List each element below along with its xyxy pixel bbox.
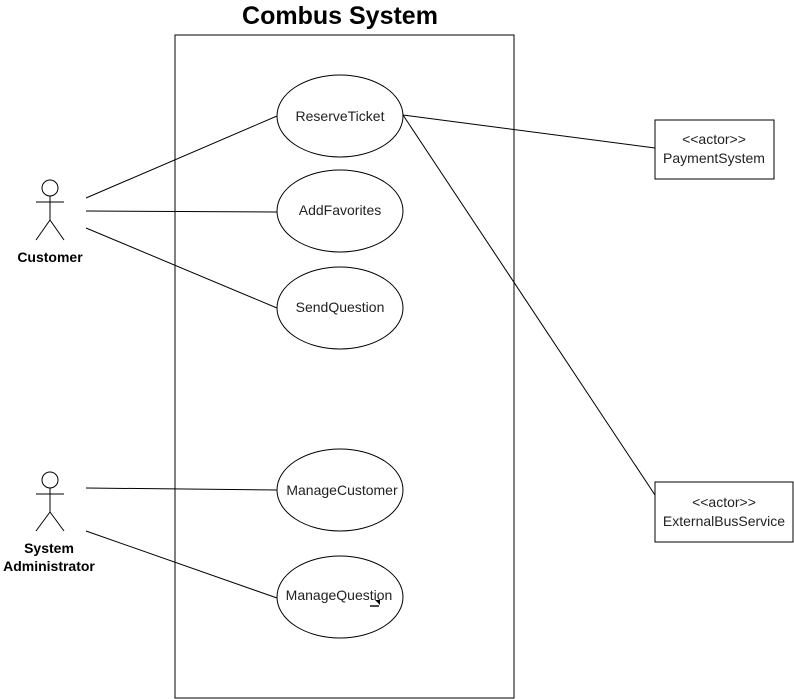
use-case-reserve-ticket[interactable]: ReserveTicket xyxy=(276,74,404,158)
use-case-ellipse xyxy=(276,448,404,532)
external-actor-payment-system[interactable]: <<actor>> PaymentSystem xyxy=(654,119,775,180)
use-case-ellipse xyxy=(276,169,404,253)
use-case-label: ManageCustomer xyxy=(286,482,398,498)
actor-customer[interactable]: Customer xyxy=(17,179,83,265)
actor-box xyxy=(654,481,794,543)
actor-stereotype: <<actor>> xyxy=(682,131,746,147)
association-customer-sendquestion xyxy=(85,227,278,309)
mouse-cursor-icon xyxy=(370,600,380,607)
system-title: Combus System xyxy=(242,2,438,30)
external-actor-external-bus-service[interactable]: <<actor>> ExternalBusService xyxy=(654,481,794,543)
actor-system-administrator[interactable]: System Administrator xyxy=(3,471,95,574)
actor-label-line1: System xyxy=(24,540,74,556)
association-reserveticket-externalbusservice xyxy=(402,114,656,496)
actor-box xyxy=(654,119,775,180)
use-case-label: AddFavorites xyxy=(299,202,381,218)
actor-name: PaymentSystem xyxy=(663,150,765,166)
stick-figure-icon xyxy=(35,471,65,532)
use-case-label: ReserveTicket xyxy=(296,108,385,124)
association-reserveticket-paymentsystem xyxy=(402,114,656,149)
use-case-ellipse xyxy=(276,74,404,158)
use-case-send-question[interactable]: SendQuestion xyxy=(276,266,404,350)
actor-label-line2: Administrator xyxy=(3,558,95,574)
use-case-manage-customer[interactable]: ManageCustomer xyxy=(276,448,404,532)
association-admin-managequestion xyxy=(85,530,278,599)
use-case-add-favorites[interactable]: AddFavorites xyxy=(276,169,404,253)
use-case-ellipse xyxy=(276,266,404,350)
use-case-manage-question[interactable]: ManageQuestion xyxy=(276,555,404,639)
use-case-label: SendQuestion xyxy=(296,299,385,315)
actor-label: Customer xyxy=(17,249,83,265)
actor-name: ExternalBusService xyxy=(663,513,785,529)
association-customer-reserveticket xyxy=(85,115,278,199)
actor-stereotype: <<actor>> xyxy=(692,494,756,510)
use-case-ellipse xyxy=(276,555,404,639)
association-customer-addfavorites xyxy=(85,210,278,213)
use-case-label: ManageQuestion xyxy=(286,587,393,603)
stick-figure-icon xyxy=(35,179,65,241)
association-admin-managecustomer xyxy=(85,487,278,491)
